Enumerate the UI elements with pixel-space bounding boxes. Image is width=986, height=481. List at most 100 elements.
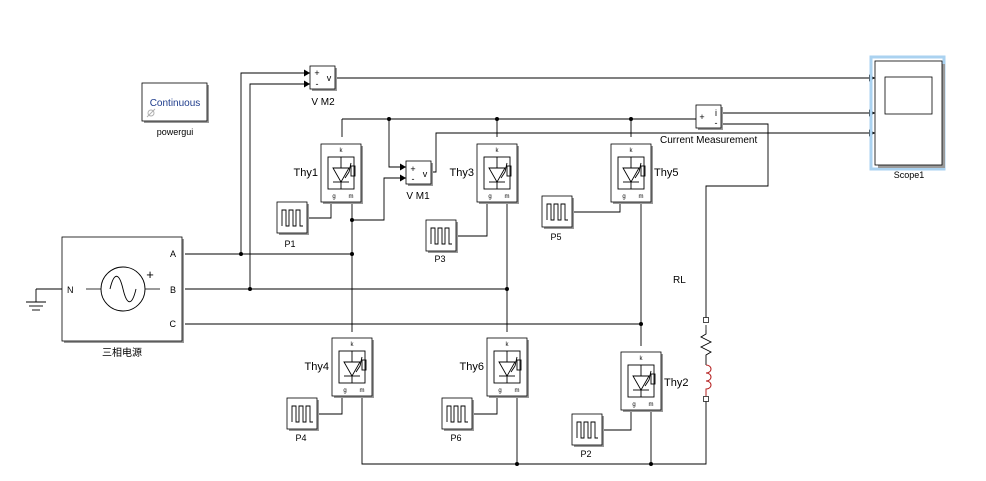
- rl-load-block[interactable]: RL: [673, 275, 713, 396]
- terminal-m-label: m: [349, 194, 354, 200]
- inductor-icon: [705, 364, 712, 396]
- terminal-k-label: k: [496, 148, 500, 154]
- ground-icon: [26, 289, 46, 311]
- junction-dot: [649, 462, 653, 466]
- terminal-k-label: k: [630, 148, 634, 154]
- current-measurement-label: Current Measurement: [660, 135, 757, 146]
- current-measurement-block[interactable]: + - i Current Measurement: [660, 104, 757, 146]
- svg-text:v: v: [327, 73, 332, 83]
- wire: [249, 83, 310, 289]
- signal-arrow: [304, 80, 310, 88]
- terminal-k-label: k: [340, 148, 344, 154]
- svg-text:-: -: [412, 174, 415, 184]
- sine-wave-icon: [109, 275, 137, 303]
- terminal-m-label: m: [505, 194, 510, 200]
- wire: [470, 397, 498, 415]
- pulse-wave-icon: [546, 203, 568, 221]
- wire: [431, 132, 875, 173]
- pulse-label: P2: [580, 449, 591, 459]
- pulse-generator-p2[interactable]: P2: [571, 413, 604, 459]
- wire: [705, 123, 769, 320]
- terminal-g-label: g: [498, 388, 501, 394]
- pulse-wave-icon: [291, 405, 313, 423]
- vm2-label: V M2: [311, 97, 335, 108]
- wire: [602, 411, 632, 431]
- thyristor-icon: [338, 350, 367, 384]
- thyristor-thy1[interactable]: k g m Thy1: [294, 143, 363, 204]
- terminal-m-label: m: [360, 388, 365, 394]
- thyristor-icon: [627, 364, 656, 398]
- source-port-n: N: [67, 285, 74, 295]
- thyristor-thy3[interactable]: k g m Thy3: [450, 143, 519, 204]
- svg-text:i: i: [715, 108, 717, 118]
- terminal-g-label: g: [332, 194, 335, 200]
- thyristor-icon: [493, 350, 522, 384]
- source-port-b: B: [170, 285, 176, 295]
- pulse-generator-p4[interactable]: P4: [286, 397, 319, 443]
- terminal-g-label: g: [622, 194, 625, 200]
- powergui-mode-text: Continuous: [150, 98, 201, 109]
- scope-block[interactable]: Scope1: [869, 55, 946, 180]
- pulse-generator-p3[interactable]: P3: [425, 219, 458, 264]
- svg-text:-: -: [316, 79, 319, 89]
- pulse-label: P3: [434, 254, 445, 264]
- terminal-k-label: k: [506, 342, 510, 348]
- pulse-wave-icon: [446, 405, 468, 423]
- wire: [307, 204, 332, 219]
- three-phase-source-block[interactable]: + N A B C 三相电源: [61, 236, 184, 359]
- port-square: [703, 317, 709, 323]
- svg-text:+: +: [146, 267, 154, 282]
- signal-arrow: [400, 163, 406, 171]
- pulse-label: P4: [295, 433, 306, 443]
- thyristor-icon: [327, 156, 356, 190]
- terminal-k-label: k: [351, 342, 355, 348]
- thyristor-icon: [617, 156, 646, 190]
- powergui-icon: [146, 108, 156, 118]
- voltage-measurement-vm2-block[interactable]: + - v V M2: [309, 65, 337, 108]
- powergui-label: powergui: [157, 127, 194, 137]
- vm1-label: V M1: [406, 191, 430, 202]
- pulse-generator-p6[interactable]: P6: [441, 397, 474, 443]
- thyristor-label: Thy3: [450, 167, 474, 179]
- terminal-g-label: g: [343, 388, 346, 394]
- pulse-generator-p5[interactable]: P5: [541, 195, 574, 242]
- voltage-measurement-vm1-block[interactable]: + - v V M1: [405, 160, 433, 202]
- powergui-block[interactable]: Continuous powergui: [141, 82, 209, 137]
- terminal-k-label: k: [640, 356, 644, 362]
- source-port-a: A: [170, 249, 176, 259]
- svg-text:+: +: [314, 68, 319, 78]
- signal-arrow: [304, 69, 310, 77]
- junction-dot: [515, 462, 519, 466]
- svg-text:+: +: [699, 112, 704, 122]
- rl-label: RL: [673, 275, 686, 286]
- wire: [240, 72, 310, 254]
- resistor-icon: [699, 330, 713, 365]
- thyristor-label: Thy6: [460, 361, 484, 373]
- thyristor-label: Thy2: [664, 377, 688, 389]
- pulse-generator-p1[interactable]: P1: [276, 201, 309, 249]
- svg-text:-: -: [715, 118, 718, 128]
- thyristor-label: Thy4: [305, 361, 329, 373]
- thyristor-label: Thy1: [294, 167, 318, 179]
- thyristor-thy4[interactable]: k g m Thy4: [305, 337, 374, 398]
- port-square: [703, 396, 709, 402]
- connection-lines: [36, 69, 875, 466]
- pulse-label: P6: [450, 433, 461, 443]
- terminal-g-label: g: [488, 194, 491, 200]
- wire: [388, 119, 406, 168]
- blocks-layer: Continuous powergui + N A B C 三相电源: [26, 55, 946, 396]
- pulse-wave-icon: [430, 227, 452, 245]
- wire: [318, 397, 343, 415]
- wire: [572, 204, 621, 213]
- pulse-wave-icon: [281, 209, 303, 227]
- terminal-g-label: g: [632, 402, 635, 408]
- source-label: 三相电源: [102, 346, 142, 359]
- pulse-label: P5: [550, 232, 561, 242]
- scope-screen: [884, 76, 933, 115]
- thyristor-label: Thy5: [654, 167, 678, 179]
